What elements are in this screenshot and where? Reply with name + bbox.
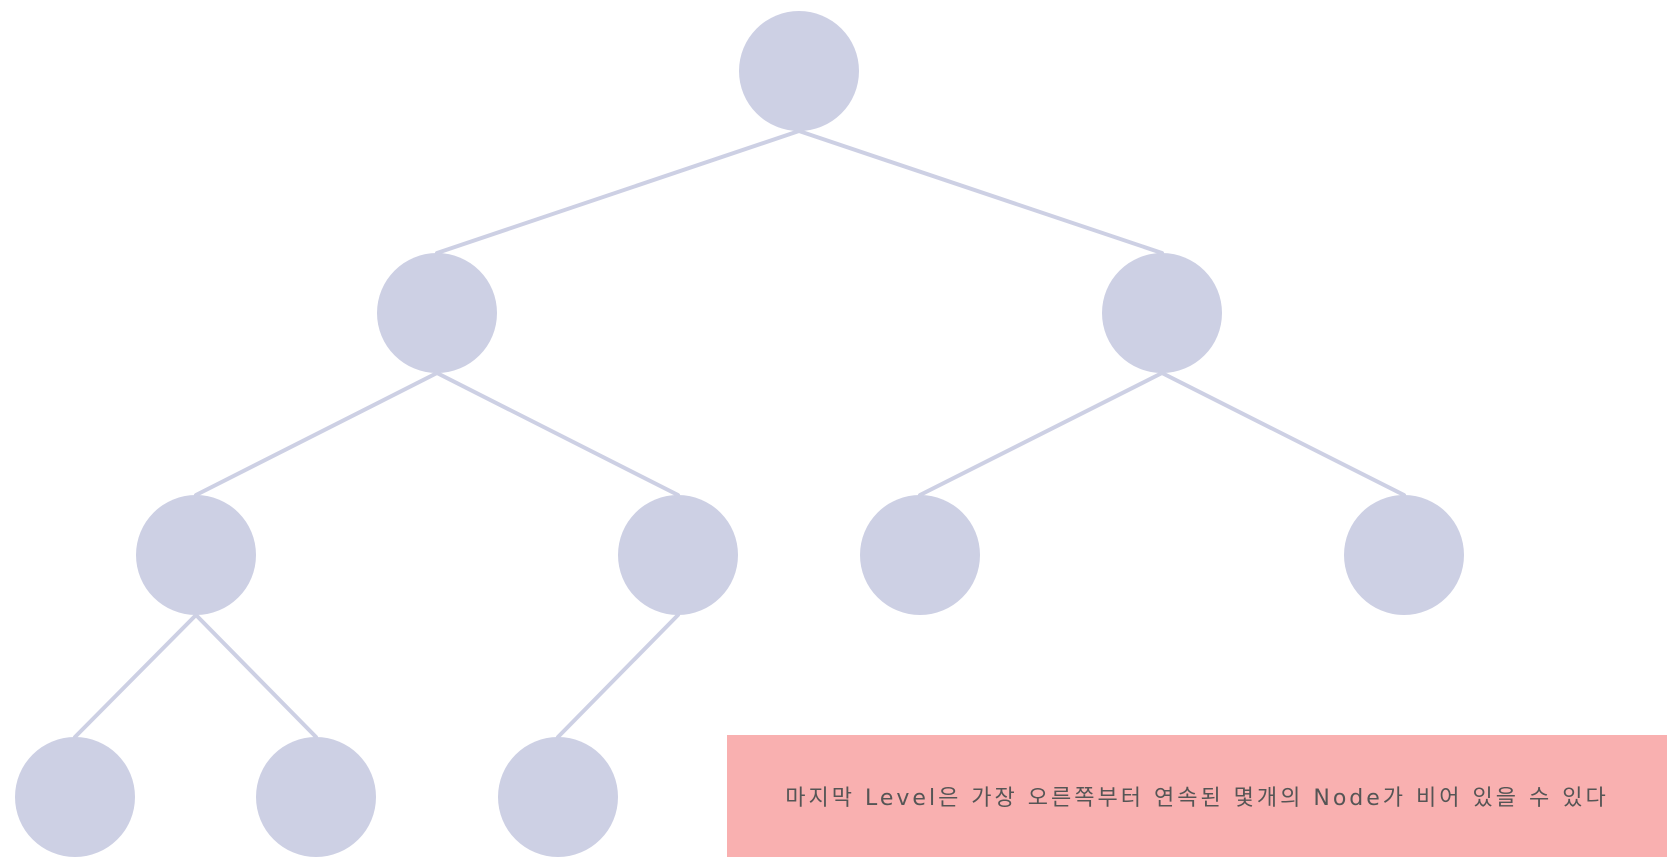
tree-edge: [435, 129, 801, 255]
tree-node: [618, 495, 738, 615]
tree-node: [136, 495, 256, 615]
tree-node: [1344, 495, 1464, 615]
tree-node: [498, 737, 618, 857]
tree-node: [256, 737, 376, 857]
tree-edge: [73, 613, 198, 739]
tree-edge: [194, 371, 439, 497]
tree-node: [377, 253, 497, 373]
caption-text: 마지막 Level은 가장 오른쪽부터 연속된 몇개의 Node가 비어 있을 …: [785, 786, 1609, 811]
tree-edge: [918, 371, 1164, 497]
tree-edge: [435, 371, 680, 497]
tree-edge: [1160, 371, 1406, 497]
tree-node: [1102, 253, 1222, 373]
caption-box: 마지막 Level은 가장 오른쪽부터 연속된 몇개의 Node가 비어 있을 …: [727, 735, 1667, 857]
tree-edge: [556, 613, 680, 739]
tree-edge: [797, 129, 1164, 255]
tree-nodes: [15, 11, 1464, 857]
tree-node: [860, 495, 980, 615]
tree-edge: [194, 613, 318, 739]
tree-node: [739, 11, 859, 131]
tree-node: [15, 737, 135, 857]
tree-edges: [73, 129, 1406, 739]
